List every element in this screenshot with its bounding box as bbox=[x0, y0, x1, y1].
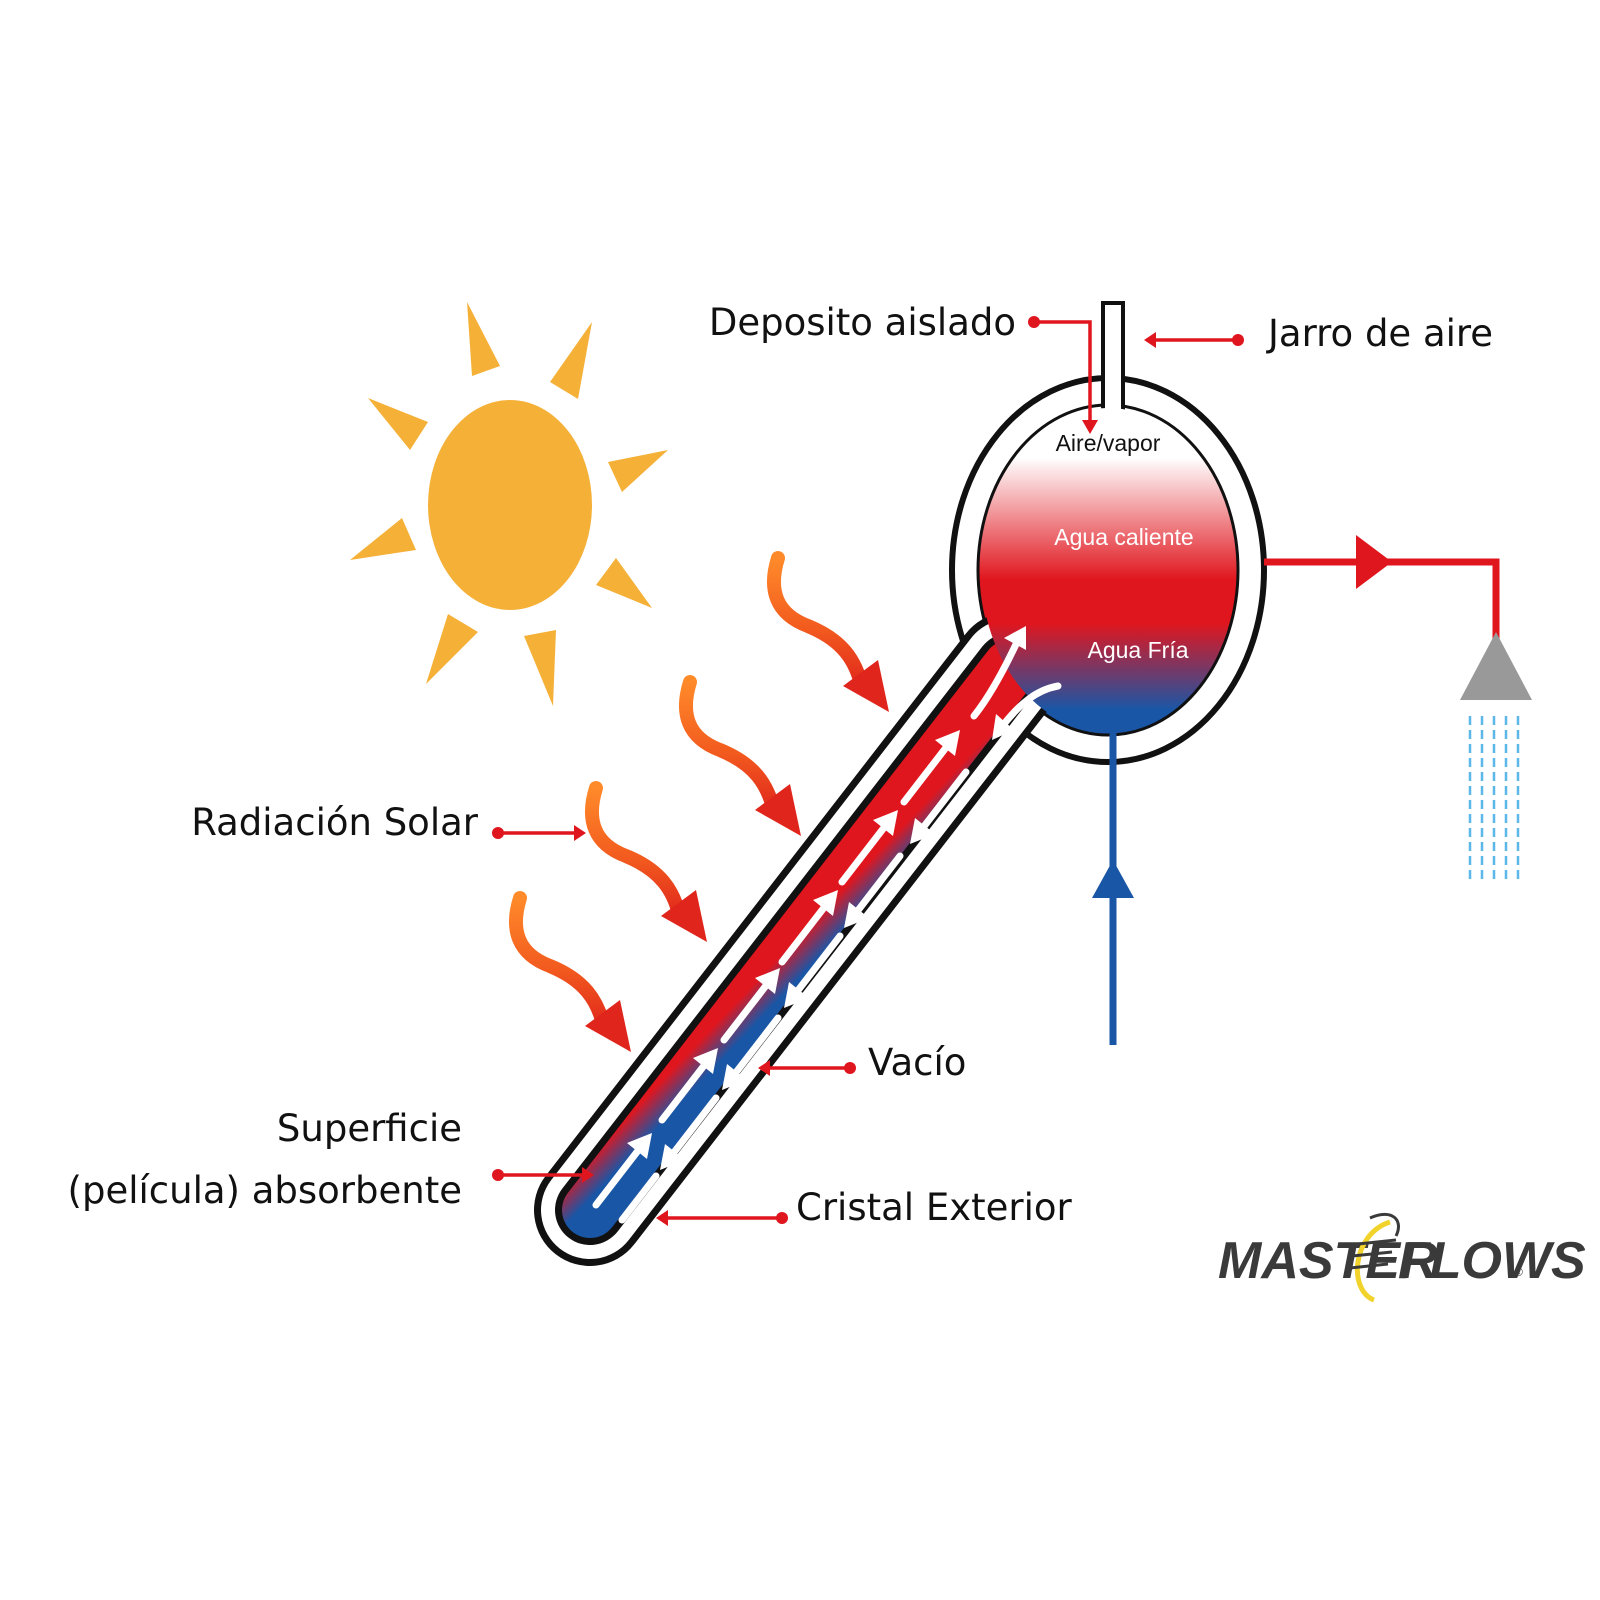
label-jarro-de-aire: Jarro de aire bbox=[1266, 312, 1493, 355]
convection-flow-arrows bbox=[592, 626, 1062, 1224]
cold-flow-arrow-icon bbox=[1092, 860, 1134, 898]
tank-water-overlay bbox=[981, 408, 1235, 732]
label-deposito-aislado: Deposito aislado bbox=[709, 301, 1016, 344]
radiation-waves bbox=[509, 551, 889, 1052]
hot-flow-arrow-icon bbox=[1356, 535, 1392, 589]
shower-head bbox=[1460, 632, 1532, 700]
tank-label-cold-water: Agua Fría bbox=[1088, 637, 1189, 663]
tank-label-hot-water: Agua caliente bbox=[1054, 524, 1193, 550]
logo-text-left: MASTER bbox=[1218, 1232, 1438, 1290]
tank-label-air: Aire/vapor bbox=[1056, 430, 1161, 456]
up-flow-arrows bbox=[592, 636, 1022, 1209]
logo-text-right: FLOWS bbox=[1398, 1232, 1586, 1290]
radiation-wave-icon bbox=[767, 551, 889, 712]
pointer-deposito bbox=[1034, 320, 1092, 428]
hot-outlet-pipe bbox=[1264, 558, 1500, 640]
shower-icon bbox=[1460, 632, 1532, 880]
pointer-ends bbox=[492, 316, 1244, 1226]
radiation-wave-icon bbox=[679, 675, 801, 836]
label-radiacion-solar: Radiación Solar bbox=[191, 801, 479, 844]
down-arrowheads bbox=[660, 714, 1014, 1170]
water-drops bbox=[1468, 716, 1520, 880]
hot-water-outlet bbox=[1264, 535, 1500, 640]
sun-rays bbox=[350, 302, 668, 706]
up-arrowheads bbox=[627, 626, 1026, 1159]
masterflows-logo: MASTER FLOWS ® bbox=[1218, 1212, 1586, 1303]
label-cristal-exterior: Cristal Exterior bbox=[796, 1186, 1072, 1229]
logo-swoosh-icon bbox=[1349, 1212, 1400, 1303]
sun-icon bbox=[350, 302, 668, 706]
radiation-wave-icon bbox=[585, 781, 707, 942]
logo-registered-mark: ® bbox=[1514, 1265, 1523, 1279]
label-superficie-line2: (película) absorbente bbox=[68, 1169, 462, 1212]
sun-disc bbox=[428, 400, 592, 610]
label-superficie-line1: Superficie bbox=[277, 1107, 462, 1150]
radiation-wave-icon bbox=[509, 891, 631, 1052]
label-vacio: Vacío bbox=[868, 1041, 966, 1084]
air-vent-pipe bbox=[1101, 301, 1125, 415]
cold-water-inlet bbox=[1092, 728, 1134, 1045]
label-pointers bbox=[498, 320, 1238, 1220]
down-flow-arrows bbox=[618, 682, 1062, 1224]
